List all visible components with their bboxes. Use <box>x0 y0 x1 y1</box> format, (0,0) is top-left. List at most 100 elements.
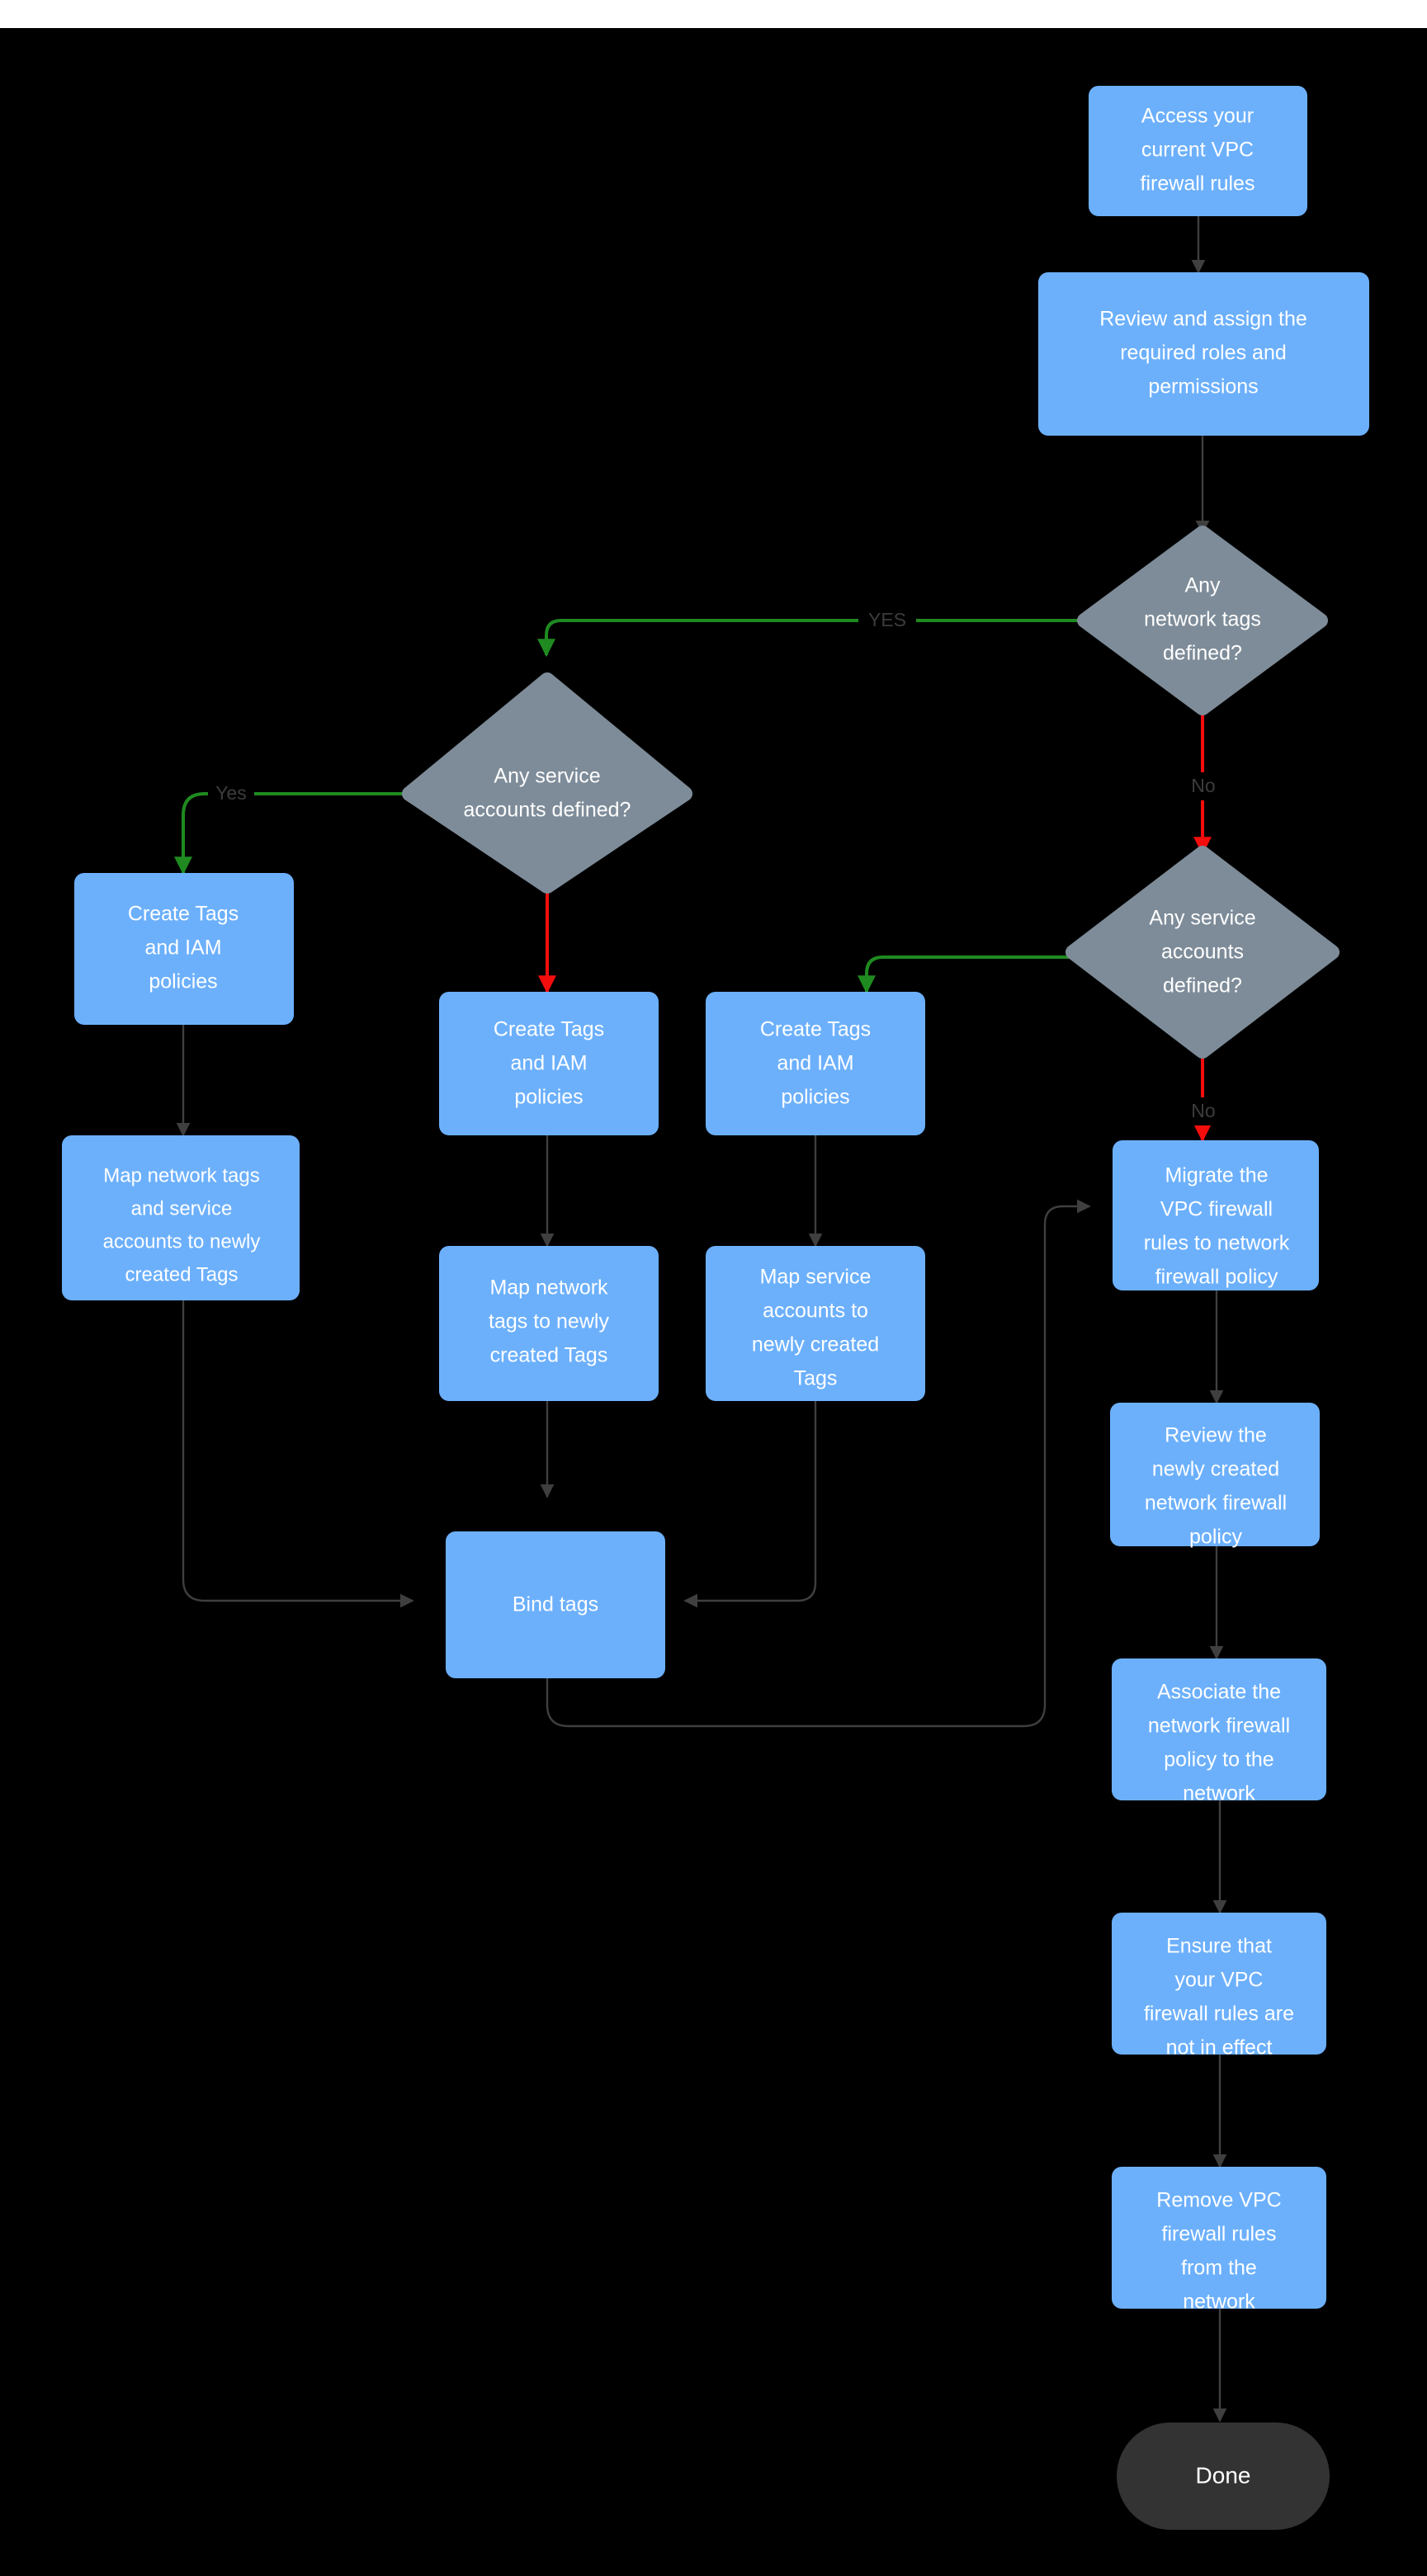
node-q-network-tags-line-1: network tags <box>1144 608 1261 631</box>
node-ensure-not-effect[interactable]: Ensure that your VPC firewall rules are … <box>1112 1913 1326 2059</box>
node-create-tags-iam-a[interactable]: Create Tags and IAM policies <box>74 873 294 1025</box>
edge-bind-to-migrate <box>546 1199 1091 1728</box>
edge-label-bg-yes-left <box>208 780 254 808</box>
node-map-both-line-2: accounts to newly <box>103 1230 261 1253</box>
node-access-rules-shape[interactable] <box>1089 86 1307 216</box>
node-create-tags-iam-b-shape[interactable] <box>439 992 659 1135</box>
node-map-both-line-3: created Tags <box>125 1263 239 1286</box>
node-remove-line-2: from the <box>1181 2257 1257 2280</box>
node-q-network-tags-line-0: Any <box>1184 574 1221 597</box>
node-remove-rules[interactable]: Remove VPC firewall rules from the netwo… <box>1112 2167 1326 2314</box>
node-remove-line-1: firewall rules <box>1162 2223 1277 2246</box>
edge-label-service-left-yes: Yes <box>215 782 247 804</box>
node-review-policy-line-2: network firewall <box>1145 1492 1287 1515</box>
node-create-b-line-1: and IAM <box>510 1052 587 1075</box>
node-map-network-line-1: tags to newly <box>489 1310 609 1333</box>
node-associate-policy[interactable]: Associate the network firewall policy to… <box>1112 1658 1326 1805</box>
node-associate-policy-shape[interactable] <box>1112 1658 1326 1800</box>
node-associate-line-3: network <box>1183 1782 1255 1805</box>
node-access-rules[interactable]: Access your current VPC firewall rules <box>1089 86 1307 216</box>
node-done[interactable]: Done <box>1117 2423 1330 2530</box>
node-ensure-line-2: firewall rules are <box>1144 2003 1294 2026</box>
node-ensure-not-effect-shape[interactable] <box>1112 1913 1326 2055</box>
node-create-tags-iam-c-shape[interactable] <box>706 992 925 1135</box>
node-q-service-accounts-left-shape[interactable] <box>402 672 692 894</box>
node-q-service-accounts-right-shape[interactable] <box>1066 846 1340 1059</box>
node-create-a-line-0: Create Tags <box>128 903 239 926</box>
node-associate-line-2: policy to the <box>1164 1748 1273 1772</box>
node-q-service-left-line-0: Any service <box>494 765 600 788</box>
node-ensure-line-0: Ensure that <box>1166 1935 1272 1958</box>
edge-label-network-tags-yes: YES <box>868 609 906 630</box>
node-map-both-line-0: Map network tags <box>103 1164 259 1187</box>
edge-label-network-tags-no: No <box>1191 775 1215 796</box>
node-review-roles[interactable]: Review and assign the required roles and… <box>1038 272 1369 436</box>
node-q-network-tags[interactable]: Any network tags defined? <box>1077 526 1328 715</box>
node-create-tags-iam-a-shape[interactable] <box>74 873 294 1025</box>
node-map-service-accounts-shape[interactable] <box>706 1246 925 1401</box>
node-create-tags-iam-c[interactable]: Create Tags and IAM policies <box>706 992 925 1135</box>
node-q-service-right-line-1: accounts <box>1161 941 1244 964</box>
edge-label-bg-no-upper <box>1182 772 1225 800</box>
edge-map-both-to-bind <box>182 1300 414 1608</box>
node-q-service-left-line-1: accounts defined? <box>464 799 631 822</box>
node-migrate-line-0: Migrate the <box>1165 1164 1268 1187</box>
node-migrate-line-3: firewall policy <box>1155 1266 1278 1289</box>
node-map-network-tags-shape[interactable] <box>439 1246 659 1401</box>
node-q-service-accounts-right[interactable]: Any service accounts defined? <box>1066 846 1340 1059</box>
node-bind-tags-shape[interactable] <box>446 1531 665 1678</box>
node-create-b-line-2: policies <box>514 1086 583 1109</box>
edge-service-right-yes <box>858 955 1070 994</box>
node-access-rules-line-2: firewall rules <box>1141 172 1255 196</box>
node-migrate-rules-shape[interactable] <box>1113 1140 1319 1290</box>
node-migrate-rules[interactable]: Migrate the VPC firewall rules to networ… <box>1113 1140 1319 1290</box>
node-map-network-line-2: created Tags <box>490 1344 608 1367</box>
node-map-both[interactable]: Map network tags and service accounts to… <box>62 1135 300 1300</box>
node-create-c-line-2: policies <box>781 1086 849 1109</box>
node-review-policy-shape[interactable] <box>1110 1403 1320 1546</box>
edge-label-service-right-no: No <box>1191 1100 1215 1121</box>
node-review-roles-line-2: permissions <box>1148 375 1258 399</box>
node-review-roles-shape[interactable] <box>1038 272 1369 436</box>
node-migrate-line-2: rules to network <box>1144 1232 1290 1255</box>
node-q-service-accounts-left[interactable]: Any service accounts defined? <box>402 672 692 894</box>
diagram-board: YES No Yes No Access your current VPC fi… <box>0 28 1427 2576</box>
node-map-network-line-0: Map network <box>489 1276 608 1300</box>
node-map-both-line-1: and service <box>131 1197 233 1220</box>
node-q-network-tags-line-2: defined? <box>1163 642 1242 665</box>
node-associate-line-1: network firewall <box>1148 1715 1290 1738</box>
node-migrate-line-1: VPC firewall <box>1160 1198 1273 1221</box>
node-q-service-right-line-2: defined? <box>1163 974 1242 998</box>
node-create-tags-iam-b[interactable]: Create Tags and IAM policies <box>439 992 659 1135</box>
node-access-rules-line-1: current VPC <box>1141 139 1254 162</box>
node-map-service-accounts[interactable]: Map service accounts to newly created Ta… <box>706 1246 925 1401</box>
node-q-service-right-line-0: Any service <box>1149 907 1255 930</box>
node-remove-rules-shape[interactable] <box>1112 2167 1326 2309</box>
node-review-policy[interactable]: Review the newly created network firewal… <box>1110 1403 1320 1549</box>
flowchart-svg: YES No Yes No Access your current VPC fi… <box>62 86 1369 2530</box>
edge-service-left-yes <box>174 792 410 875</box>
node-create-c-line-0: Create Tags <box>760 1018 871 1041</box>
node-map-service-line-2: newly created <box>752 1333 879 1356</box>
node-create-a-line-2: policies <box>149 970 217 993</box>
node-create-c-line-1: and IAM <box>777 1052 853 1075</box>
node-map-both-shape[interactable] <box>62 1135 300 1300</box>
node-review-policy-line-3: policy <box>1189 1526 1242 1549</box>
node-create-a-line-1: and IAM <box>144 937 221 960</box>
node-associate-line-0: Associate the <box>1157 1681 1281 1704</box>
node-create-b-line-0: Create Tags <box>494 1018 604 1041</box>
edge-label-bg-yes-upper <box>858 606 916 634</box>
node-map-network-tags[interactable]: Map network tags to newly created Tags <box>439 1246 659 1401</box>
node-remove-line-0: Remove VPC <box>1156 2189 1281 2212</box>
node-map-service-line-0: Map service <box>760 1266 872 1289</box>
edge-map-service-to-bind <box>683 1401 817 1608</box>
node-q-network-tags-shape[interactable] <box>1077 526 1328 715</box>
node-review-policy-line-1: newly created <box>1152 1458 1279 1481</box>
node-map-service-line-1: accounts to <box>763 1300 868 1323</box>
node-bind-tags[interactable]: Bind tags <box>446 1531 665 1678</box>
node-review-roles-line-1: required roles and <box>1120 342 1287 365</box>
node-done-shape[interactable] <box>1117 2423 1330 2530</box>
node-access-rules-line-0: Access your <box>1141 105 1254 128</box>
edge-label-bg-no-lower <box>1182 1097 1225 1125</box>
